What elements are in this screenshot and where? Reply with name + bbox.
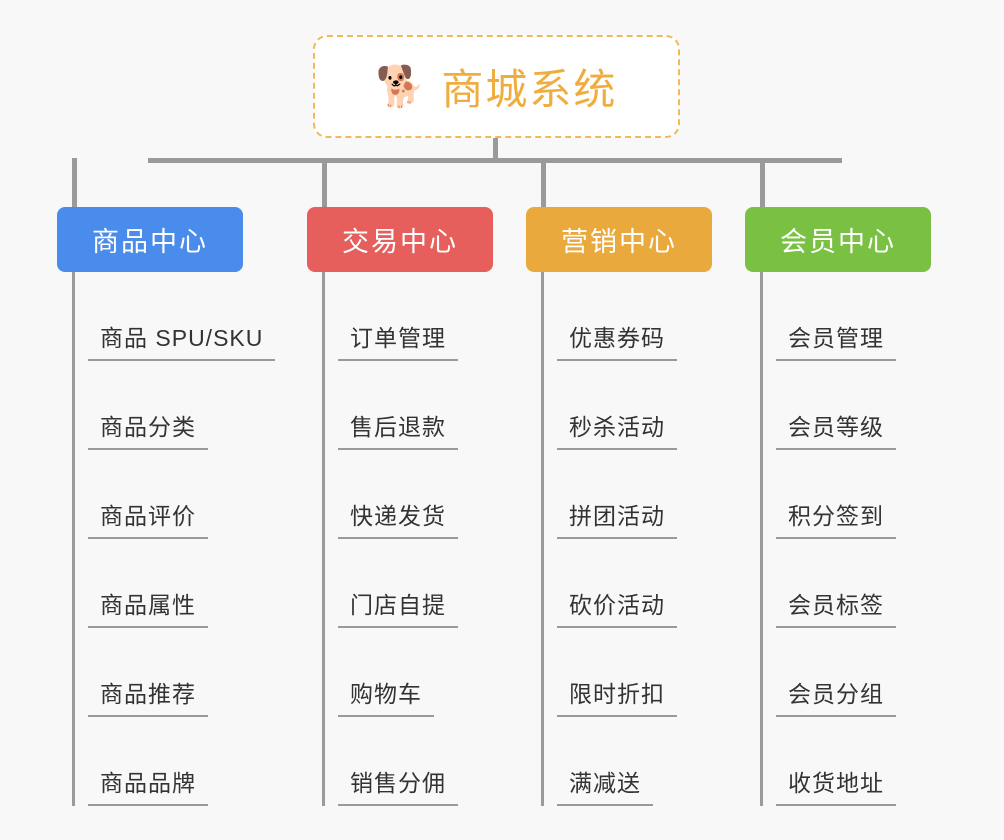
leaf-underline: 收货地址: [776, 764, 896, 806]
leaf-underline: 快递发货: [338, 497, 458, 539]
leaf-item[interactable]: 订单管理: [325, 272, 493, 361]
column-product-center: 商品中心商品 SPU/SKU 商品分类商品评价商品属性商品推荐商品品牌: [57, 207, 276, 806]
leaf-item[interactable]: 门店自提: [325, 539, 493, 628]
leaf-item[interactable]: 限时折扣: [544, 628, 712, 717]
leaf-label: 商品评价: [100, 503, 196, 529]
leaf-item[interactable]: 销售分佣: [325, 717, 493, 806]
leaf-underline: 秒杀活动: [557, 408, 677, 450]
leaf-label: 售后退款: [350, 414, 446, 440]
leaf-label: 秒杀活动: [569, 414, 665, 440]
leaf-underline: 商品品牌: [88, 764, 208, 806]
leaf-item[interactable]: 商品 SPU/SKU: [75, 272, 276, 361]
leaf-underline: 拼团活动: [557, 497, 677, 539]
leaf-item[interactable]: 会员管理: [763, 272, 931, 361]
leaf-underline: 商品分类: [88, 408, 208, 450]
leaf-underline: 门店自提: [338, 586, 458, 628]
leaf-underline: 会员分组: [776, 675, 896, 717]
leaf-item[interactable]: 商品评价: [75, 450, 243, 539]
leaf-underline: 销售分佣: [338, 764, 458, 806]
leaf-underline: 会员管理: [776, 319, 896, 361]
leaf-stack-trade-center: 订单管理售后退款快递发货门店自提购物车销售分佣: [322, 272, 493, 806]
leaf-item[interactable]: 商品分类: [75, 361, 243, 450]
leaf-underline: 满减送: [557, 764, 653, 806]
leaf-label: 砍价活动: [569, 592, 665, 618]
leaf-label: 商品品牌: [100, 770, 196, 796]
leaf-label: 限时折扣: [569, 681, 665, 707]
leaf-underline: 会员等级: [776, 408, 896, 450]
leaf-underline: 商品评价: [88, 497, 208, 539]
leaf-item[interactable]: 优惠券码: [544, 272, 712, 361]
leaf-underline: 商品属性: [88, 586, 208, 628]
leaf-label: 拼团活动: [569, 503, 665, 529]
leaf-item[interactable]: 商品推荐: [75, 628, 243, 717]
leaf-stack-product-center: 商品 SPU/SKU 商品分类商品评价商品属性商品推荐商品品牌: [72, 272, 276, 806]
leaf-underline: 会员标签: [776, 586, 896, 628]
column-header-label: 营销中心: [561, 227, 677, 257]
leaf-item[interactable]: 砍价活动: [544, 539, 712, 628]
leaf-label: 会员管理: [788, 325, 884, 351]
column-trade-center: 交易中心订单管理售后退款快递发货门店自提购物车销售分佣: [307, 207, 493, 806]
leaf-label: 商品属性: [100, 592, 196, 618]
branch-drop-line-product-center: [72, 158, 77, 208]
leaf-label: 销售分佣: [350, 770, 446, 796]
branch-drop-line-member-center: [760, 158, 765, 208]
leaf-label: 快递发货: [350, 503, 446, 529]
leaf-label: 商品推荐: [100, 681, 196, 707]
leaf-label: 积分签到: [788, 503, 884, 529]
branch-drop-line-trade-center: [322, 158, 327, 208]
leaf-underline: 购物车: [338, 675, 434, 717]
root-node-title: 商城系统: [441, 66, 618, 113]
leaf-underline: 砍价活动: [557, 586, 677, 628]
leaf-item[interactable]: 商品品牌: [75, 717, 243, 806]
leaf-item[interactable]: 会员分组: [763, 628, 931, 717]
column-header-marketing-center[interactable]: 营销中心: [526, 207, 712, 272]
leaf-underline: 优惠券码: [557, 319, 677, 361]
column-marketing-center: 营销中心优惠券码秒杀活动拼团活动砍价活动限时折扣满减送: [526, 207, 712, 806]
column-header-member-center[interactable]: 会员中心: [745, 207, 931, 272]
leaf-item[interactable]: 商品属性: [75, 539, 243, 628]
leaf-label: 会员等级: [788, 414, 884, 440]
leaf-item[interactable]: 会员等级: [763, 361, 931, 450]
leaf-underline: 订单管理: [338, 319, 458, 361]
leaf-label: 购物车: [350, 681, 422, 707]
leaf-stack-marketing-center: 优惠券码秒杀活动拼团活动砍价活动限时折扣满减送: [541, 272, 712, 806]
column-header-trade-center[interactable]: 交易中心: [307, 207, 493, 272]
leaf-label: 会员分组: [788, 681, 884, 707]
leaf-item[interactable]: 售后退款: [325, 361, 493, 450]
shiba-dog-face-icon: 🐕: [375, 64, 426, 109]
leaf-item[interactable]: 积分签到: [763, 450, 931, 539]
leaf-label: 优惠券码: [569, 325, 665, 351]
leaf-label: 订单管理: [350, 325, 446, 351]
leaf-underline: 限时折扣: [557, 675, 677, 717]
leaf-item[interactable]: 快递发货: [325, 450, 493, 539]
leaf-label: 收货地址: [788, 770, 884, 796]
column-header-label: 会员中心: [780, 227, 896, 257]
branch-distributor-line: [148, 158, 842, 163]
column-member-center: 会员中心会员管理会员等级积分签到会员标签会员分组收货地址: [745, 207, 931, 806]
leaf-label: 门店自提: [350, 592, 446, 618]
column-header-label: 商品中心: [92, 227, 208, 257]
leaf-underline: 商品 SPU/SKU: [88, 319, 276, 361]
leaf-item[interactable]: 秒杀活动: [544, 361, 712, 450]
root-trunk-line: [493, 138, 498, 162]
leaf-label: 满减送: [569, 770, 641, 796]
leaf-label: 会员标签: [788, 592, 884, 618]
root-node-mall-system[interactable]: 🐕 商城系统: [313, 35, 680, 138]
leaf-underline: 积分签到: [776, 497, 896, 539]
leaf-item[interactable]: 会员标签: [763, 539, 931, 628]
leaf-item[interactable]: 收货地址: [763, 717, 931, 806]
leaf-label: 商品分类: [100, 414, 196, 440]
column-header-product-center[interactable]: 商品中心: [57, 207, 243, 272]
column-header-label: 交易中心: [342, 227, 458, 257]
leaf-stack-member-center: 会员管理会员等级积分签到会员标签会员分组收货地址: [760, 272, 931, 806]
leaf-underline: 售后退款: [338, 408, 458, 450]
branch-drop-line-marketing-center: [541, 158, 546, 208]
leaf-item[interactable]: 拼团活动: [544, 450, 712, 539]
leaf-label: 商品 SPU/SKU: [100, 325, 264, 351]
leaf-underline: 商品推荐: [88, 675, 208, 717]
leaf-item[interactable]: 购物车: [325, 628, 493, 717]
leaf-item[interactable]: 满减送: [544, 717, 712, 806]
